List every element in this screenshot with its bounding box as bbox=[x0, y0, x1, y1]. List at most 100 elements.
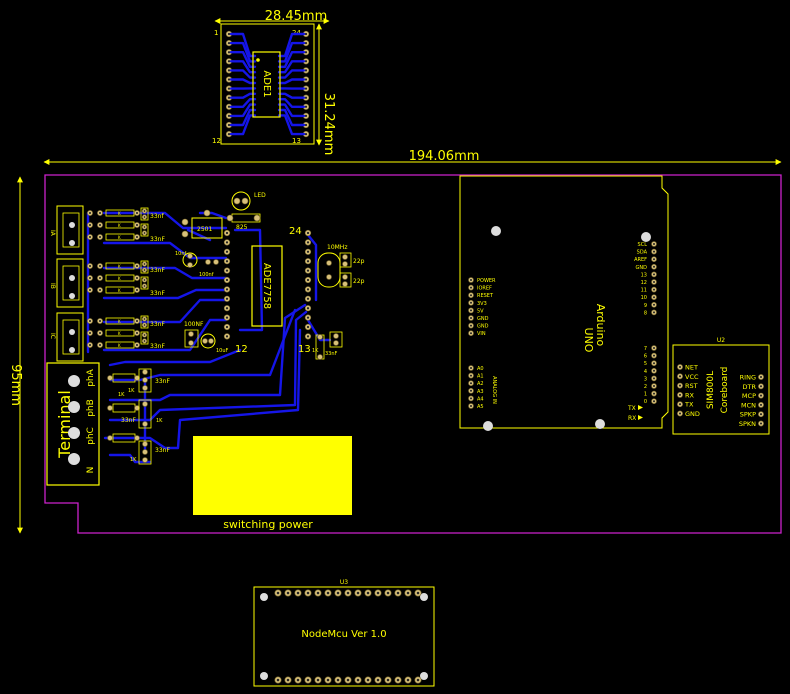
board-height-label: 95mm bbox=[8, 364, 23, 406]
arduino-outline bbox=[459, 175, 669, 429]
analog-in-label: ANALOG IN bbox=[491, 376, 497, 404]
board-traces bbox=[86, 211, 332, 464]
cap-label: 33nF bbox=[150, 236, 165, 243]
svg-text:K: K bbox=[118, 288, 121, 293]
terminal-title: Terminal bbox=[55, 390, 74, 459]
ade-header-left bbox=[225, 30, 233, 138]
sim800l-sub: Coreboard bbox=[720, 367, 730, 414]
arduino-pin-label: A3 bbox=[477, 389, 484, 395]
arduino-pin-label: 11 bbox=[641, 288, 647, 294]
cap-100nf-bottom: 100NF 10uF bbox=[184, 321, 229, 354]
ade-traces bbox=[229, 32, 306, 136]
sim800l-pin-label: MCN bbox=[741, 401, 756, 409]
tx-label: TX bbox=[627, 405, 636, 412]
arduino-pin-label: 12 bbox=[641, 280, 647, 286]
pin-13-label: 13 bbox=[292, 137, 301, 145]
sim800l-pin-label: NET bbox=[685, 364, 698, 372]
ade-module: 28.45mm 31.24mm 1 24 12 13 ADE1 bbox=[212, 9, 336, 155]
ct-label-ic: IC bbox=[49, 333, 56, 339]
main-chip-pads bbox=[223, 229, 312, 340]
nodemcu-name: NodeMcu Ver 1.0 bbox=[301, 629, 386, 640]
arduino-pin-label: SCL bbox=[638, 242, 648, 248]
ade7758-chip: ADE7758 24 12 13 bbox=[223, 226, 312, 355]
cap-label: 33nF bbox=[150, 321, 165, 328]
ct-connector-ib: IB bbox=[49, 258, 84, 308]
ct-label-ia: IA bbox=[49, 230, 56, 237]
led-label: LED bbox=[254, 192, 266, 199]
terminal-label-pha: phA bbox=[86, 368, 96, 386]
arduino-left-header: POWERIOREFRESET3V35VGNDGNDVINA0A1A2A3A4A… bbox=[468, 277, 496, 410]
cap-10nf-label: 10nf bbox=[175, 251, 187, 257]
arduino-model-label: UNO bbox=[582, 328, 595, 353]
c22p-label-b: 22p bbox=[353, 278, 365, 285]
svg-text:K: K bbox=[118, 211, 121, 216]
arduino-pin-label: 5V bbox=[477, 308, 484, 314]
c33nf-label: 33nF bbox=[325, 351, 338, 357]
arduino-pin-label: AREF bbox=[634, 257, 647, 263]
switching-power-module: switching power bbox=[193, 436, 352, 531]
arduino-pin-label: 13 bbox=[641, 272, 647, 278]
terminal-label-phc: phC bbox=[86, 427, 96, 445]
sim800l-pin-label: RX bbox=[685, 391, 695, 399]
main-chip-pin12-label: 12 bbox=[235, 344, 248, 355]
cap-label: 33nF bbox=[150, 343, 165, 350]
svg-text:K: K bbox=[118, 319, 121, 324]
main-chip-label: ADE7758 bbox=[261, 263, 272, 309]
board-width-label: 194.06mm bbox=[409, 149, 480, 164]
sim800l-pin-label: GND bbox=[685, 410, 700, 418]
terminal-label-phb: phB bbox=[86, 399, 96, 417]
sim800l-pin-label: VCC bbox=[685, 373, 699, 381]
arduino-pin-label: POWER bbox=[477, 278, 496, 284]
sim800l-pin-label: SPKN bbox=[739, 420, 756, 428]
arduino-pin-label: 0 bbox=[644, 399, 647, 405]
arduino-pin-label: 7 bbox=[644, 346, 647, 352]
arduino-pin-label: 9 bbox=[644, 303, 647, 309]
rx-label: RX bbox=[628, 415, 636, 422]
sim800l-pin-label: RST bbox=[685, 382, 698, 390]
sim800l-pin-label: DTR bbox=[743, 383, 757, 391]
divider-cap-label: 33nF bbox=[121, 417, 136, 424]
divider-res-label: 1K bbox=[128, 388, 135, 394]
svg-text:K: K bbox=[118, 343, 121, 348]
nodemcu-ref: U3 bbox=[340, 579, 348, 586]
nodemcu-bottom-header bbox=[274, 676, 422, 684]
pin-1-label: 1 bbox=[214, 29, 218, 37]
rc-near-chip: 1K 33nF bbox=[312, 331, 343, 360]
sim800l-pin-label: SPKP bbox=[740, 411, 756, 419]
nodemcu-top-header bbox=[274, 589, 422, 597]
ct-label-ib: IB bbox=[49, 283, 56, 289]
terminal-screw bbox=[68, 401, 80, 413]
sim800l-pin-label: TX bbox=[684, 401, 694, 409]
arduino-pin-label: 1 bbox=[644, 392, 647, 398]
arduino-pin-label: A4 bbox=[477, 396, 484, 402]
terminal-block: Terminal N phC phB phA bbox=[46, 362, 100, 486]
main-chip-pin24-label: 24 bbox=[289, 226, 302, 237]
ade-chip-body bbox=[252, 51, 281, 118]
crystal-10mhz: 10MHz 22p 22p bbox=[317, 244, 365, 288]
arduino-pin-label: IOREF bbox=[477, 286, 492, 292]
switching-power-label: switching power bbox=[223, 518, 313, 531]
ade-module-outline bbox=[220, 23, 315, 145]
divider-res-label: 1K bbox=[130, 457, 137, 463]
cap-100nf-label: 100nf bbox=[199, 272, 214, 278]
arduino-pin-label: A5 bbox=[477, 404, 484, 410]
cap-10uf-label: 10uF bbox=[216, 348, 229, 354]
sim800l-ref: U2 bbox=[717, 337, 725, 344]
arduino-pin-label: A1 bbox=[477, 374, 484, 380]
ade-width-label: 28.45mm bbox=[265, 9, 328, 24]
arduino-pin-label: 6 bbox=[644, 354, 647, 360]
cap-10nf: 10nf 100nf bbox=[175, 251, 219, 278]
sim800l-pin-label: RING bbox=[740, 374, 756, 382]
arduino-pin-label: GND bbox=[477, 316, 489, 322]
r825-label: 825 bbox=[236, 224, 248, 231]
svg-text:K: K bbox=[118, 235, 121, 240]
divider-cap-label: 33nF bbox=[155, 447, 170, 454]
divider-cap-label: 33nF bbox=[155, 378, 170, 385]
arduino-pin-label: 10 bbox=[641, 295, 647, 301]
nodemcu-module: U3 NodeMcu Ver 1.0 bbox=[253, 579, 435, 687]
ade-chip-label: ADE1 bbox=[261, 70, 272, 97]
cap-100nf2-label: 100NF bbox=[184, 321, 204, 328]
svg-text:K: K bbox=[118, 264, 121, 269]
